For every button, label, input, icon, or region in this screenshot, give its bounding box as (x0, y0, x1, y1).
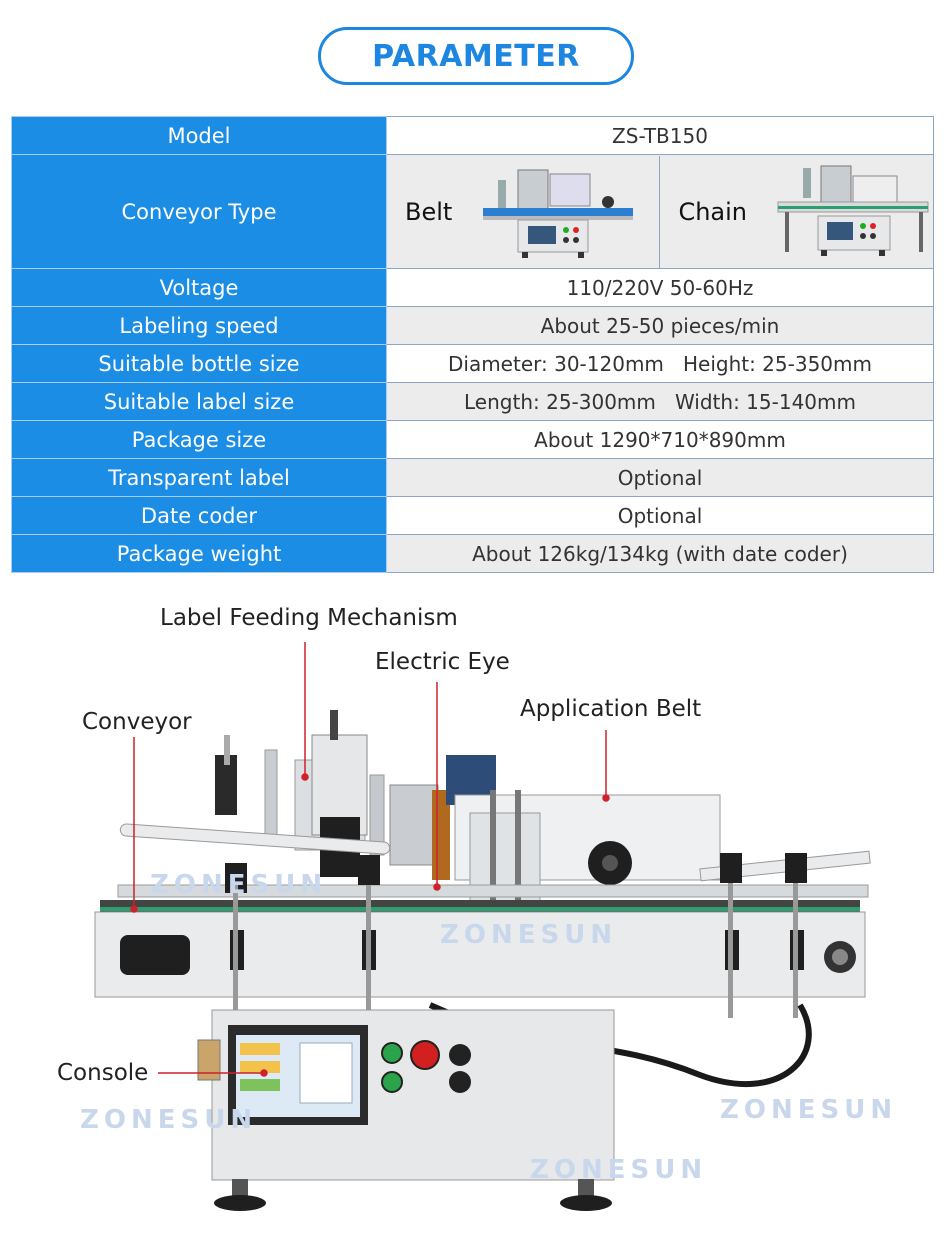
labeling-machine-illustration (94, 642, 871, 1211)
page-title: PARAMETER (318, 27, 634, 85)
table-row: Voltage 110/220V 50-60Hz (11, 268, 934, 307)
param-key: Package weight (11, 534, 387, 573)
watermark: ZONESUN (530, 1155, 708, 1185)
param-key: Suitable bottle size (11, 344, 387, 383)
param-key: Labeling speed (11, 306, 387, 345)
table-row: Labeling speed About 25-50 pieces/min (11, 306, 934, 345)
table-row: Package weight About 126kg/134kg (with d… (11, 534, 934, 573)
chain-machine-image (777, 165, 929, 256)
param-value: ZS-TB150 (386, 116, 934, 155)
table-row: Transparent label Optional (11, 458, 934, 497)
param-value: About 126kg/134kg (with date coder) (386, 534, 934, 573)
param-value: About 1290*710*890mm (386, 420, 934, 459)
electric-eye-callout: Electric Eye (375, 649, 510, 675)
param-key: Model (11, 116, 387, 155)
watermark: ZONESUN (80, 1105, 258, 1135)
console-callout: Console (57, 1060, 149, 1086)
param-value: Optional (386, 496, 934, 535)
param-key: Suitable label size (11, 382, 387, 421)
conveyor-callout: Conveyor (82, 709, 192, 735)
watermark: ZONESUN (720, 1095, 898, 1125)
application-belt-callout: Application Belt (520, 696, 702, 722)
machine-diagram: Label Feeding Mechanism Electric Eye Con… (0, 585, 944, 1252)
belt-label: Belt (405, 197, 453, 226)
parameter-table: Model ZS-TB150 Conveyor Type Belt (11, 116, 934, 573)
watermark: ZONESUN (440, 920, 618, 950)
belt-option: Belt (387, 156, 659, 268)
param-value: Diameter: 30-120mm Height: 25-350mm (386, 344, 934, 383)
chain-option: Chain (659, 155, 933, 268)
table-row: Package size About 1290*710*890mm (11, 420, 934, 459)
param-value: 110/220V 50-60Hz (386, 268, 934, 307)
label-feeding-callout: Label Feeding Mechanism (160, 605, 458, 631)
param-value: About 25-50 pieces/min (386, 306, 934, 345)
belt-machine-image (483, 169, 634, 258)
param-key: Transparent label (11, 458, 387, 497)
param-value: Optional (386, 458, 934, 497)
param-value: Length: 25-300mm Width: 15-140mm (386, 382, 934, 421)
param-key: Package size (11, 420, 387, 459)
param-key: Conveyor Type (11, 154, 387, 269)
param-key: Voltage (11, 268, 387, 307)
conveyor-options: Belt Ch (386, 154, 934, 269)
table-row: Suitable label size Length: 25-300mm Wid… (11, 382, 934, 421)
watermark: ZONESUN (150, 870, 328, 900)
table-row: Conveyor Type Belt (11, 154, 934, 269)
table-row: Date coder Optional (11, 496, 934, 535)
param-key: Date coder (11, 496, 387, 535)
table-row: Suitable bottle size Diameter: 30-120mm … (11, 344, 934, 383)
chain-label: Chain (678, 197, 747, 226)
table-row: Model ZS-TB150 (11, 116, 934, 155)
